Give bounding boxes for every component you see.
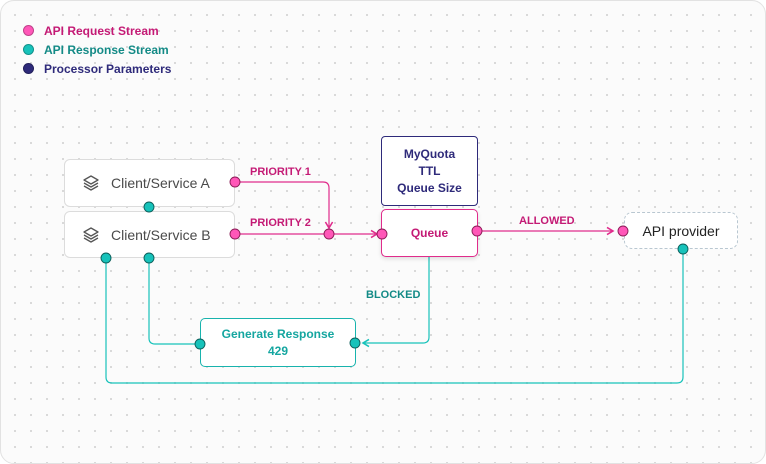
processor-parameters-box[interactable]: MyQuota TTL Queue Size: [381, 136, 478, 206]
generate-response-node[interactable]: Generate Response 429: [200, 318, 356, 367]
edge-priority1: [235, 181, 334, 230]
port-priority-junction[interactable]: [323, 228, 335, 240]
port-client-b-out[interactable]: [229, 228, 241, 240]
queue-node[interactable]: Queue: [381, 209, 478, 257]
layers-icon: [81, 225, 101, 245]
edge-label-blocked: BLOCKED: [366, 289, 421, 301]
legend-label-response: API Response Stream: [44, 42, 169, 57]
param-myquota: MyQuota: [403, 146, 456, 161]
edge-provider-return: [105, 249, 684, 384]
legend-item-request: API Request Stream: [23, 21, 171, 40]
port-queue-in[interactable]: [376, 228, 388, 240]
port-client-a-out[interactable]: [229, 176, 241, 188]
port-provider-out[interactable]: [677, 243, 689, 255]
port-queue-out[interactable]: [471, 225, 483, 237]
port-client-b-response-left[interactable]: [100, 252, 112, 264]
param-queue-size: Queue Size: [397, 180, 462, 195]
edge-label-priority1: PRIORITY 1: [250, 166, 311, 178]
client-b-label: Client/Service B: [111, 226, 211, 243]
edge-label-allowed: ALLOWED: [519, 215, 575, 227]
legend-label-params: Processor Parameters: [44, 61, 172, 76]
port-client-b-response-right[interactable]: [143, 252, 155, 264]
edge-label-priority2: PRIORITY 2: [250, 217, 311, 229]
params-dot-icon: [23, 63, 34, 74]
port-provider-in[interactable]: [617, 225, 629, 237]
edge-generate-to-b: [148, 258, 199, 345]
generate-line1: Generate Response: [221, 326, 335, 341]
request-dot-icon: [23, 25, 34, 36]
response-dot-icon: [23, 44, 34, 55]
layers-icon: [81, 173, 101, 193]
provider-label: API provider: [642, 222, 720, 239]
client-a-label: Client/Service A: [111, 175, 210, 191]
queue-label: Queue: [410, 226, 449, 240]
legend-label-request: API Request Stream: [44, 23, 159, 38]
param-ttl: TTL: [418, 163, 441, 178]
client-service-a[interactable]: Client/Service A: [64, 159, 235, 207]
legend-item-params: Processor Parameters: [23, 59, 171, 78]
generate-line2: 429: [267, 343, 289, 358]
edge-blocked: [361, 257, 430, 348]
port-generate-out[interactable]: [194, 338, 206, 350]
legend: API Request Stream API Response Stream P…: [23, 21, 171, 78]
port-generate-in[interactable]: [349, 337, 361, 349]
client-service-b[interactable]: Client/Service B: [64, 211, 235, 258]
legend-item-response: API Response Stream: [23, 40, 171, 59]
api-provider-node[interactable]: API provider: [624, 212, 738, 249]
port-client-a-response[interactable]: [143, 201, 155, 213]
